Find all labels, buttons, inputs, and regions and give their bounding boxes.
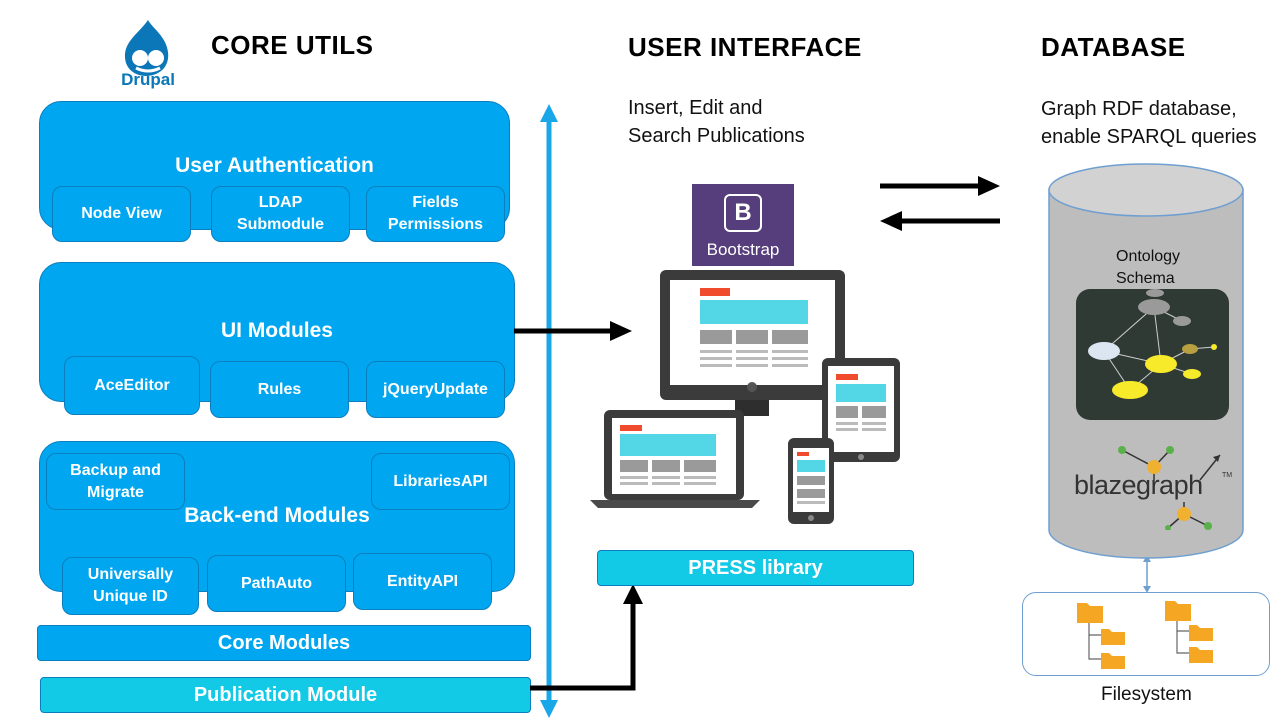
ui-to-db-arrow xyxy=(880,176,1000,196)
publication-to-press-arrow xyxy=(530,584,643,691)
ui-description-line1: Insert, Edit and xyxy=(628,97,763,119)
backup-label-line1: Backup and xyxy=(70,461,161,479)
drupal-drop-icon xyxy=(124,20,169,76)
heading-core-utils: CORE UTILS xyxy=(211,30,374,60)
bootstrap-label: Bootstrap xyxy=(706,240,780,259)
fields-label-line1: Fields xyxy=(412,194,459,211)
user-authentication-title: User Authentication xyxy=(175,154,374,177)
folder-tree-icon xyxy=(1071,597,1143,671)
rules-module: Rules xyxy=(210,361,349,418)
uuid-label-line1: Universally xyxy=(87,566,174,583)
blazegraph-tm: TM xyxy=(1222,472,1233,479)
db-to-ui-arrow xyxy=(880,211,1000,231)
jqueryupdate-label: jQueryUpdate xyxy=(383,380,488,398)
node-view-label: Node View xyxy=(81,205,162,222)
responsive-devices-icon xyxy=(590,270,900,524)
db-description-line1: Graph RDF database, xyxy=(1041,98,1237,120)
folder-tree-icon-2 xyxy=(1165,601,1213,663)
uuid-module: Universally Unique ID xyxy=(62,557,199,615)
ontology-schema-label: Ontology Schema xyxy=(1116,246,1180,290)
ui-modules-to-ui-arrow xyxy=(514,321,632,341)
backup-label-line2: Migrate xyxy=(87,483,144,501)
drupal-label: Drupal xyxy=(121,70,175,89)
bootstrap-letter: B xyxy=(734,199,752,226)
fields-label-line2: Permissions xyxy=(387,216,484,233)
publication-module-bar: Publication Module xyxy=(40,677,531,713)
pathauto-label: PathAuto xyxy=(240,574,313,592)
ontology-graph-icon xyxy=(1076,289,1229,420)
backup-migrate-module: Backup and Migrate xyxy=(46,453,185,510)
pathauto-module: PathAuto xyxy=(207,555,346,612)
ldap-submodule: LDAP Submodule xyxy=(211,186,350,242)
aceeditor-module: AceEditor xyxy=(64,356,200,415)
librariesapi-label: LibrariesAPI xyxy=(393,472,488,490)
drupal-logo: Drupal xyxy=(108,18,188,92)
heading-user-interface: USER INTERFACE xyxy=(628,32,862,62)
vertical-double-arrow xyxy=(540,104,558,718)
filesystem-label: Filesystem xyxy=(1101,684,1192,705)
jqueryupdate-module: jQueryUpdate xyxy=(366,361,505,418)
fields-permissions-module: Fields Permissions xyxy=(366,186,505,242)
blazegraph-logo: blazegraph TM xyxy=(1070,440,1240,530)
press-library-label: PRESS library xyxy=(688,556,823,579)
blazegraph-label: blazegraph xyxy=(1074,470,1203,500)
aceeditor-label: AceEditor xyxy=(94,376,170,394)
node-view-module: Node View xyxy=(52,186,191,242)
heading-database: DATABASE xyxy=(1041,32,1186,62)
filesystem-box xyxy=(1022,592,1270,676)
core-modules-bar: Core Modules xyxy=(37,625,531,661)
ldap-label-line1: LDAP xyxy=(258,194,303,211)
ontology-label-line2: Schema xyxy=(1116,270,1175,287)
core-modules-label: Core Modules xyxy=(217,631,351,654)
db-description-line2: enable SPARQL queries xyxy=(1041,126,1257,148)
entityapi-module: EntityAPI xyxy=(353,553,492,610)
ui-description-line2: Search Publications xyxy=(628,125,805,147)
ontology-label-line1: Ontology xyxy=(1116,248,1181,265)
ui-description: Insert, Edit and Search Publications xyxy=(628,94,805,150)
uuid-label-line2: Unique ID xyxy=(93,588,168,605)
press-library-bar: PRESS library xyxy=(597,550,914,586)
ldap-label-line2: Submodule xyxy=(236,216,325,233)
backend-modules-title: Back-end Modules xyxy=(184,504,370,527)
librariesapi-module: LibrariesAPI xyxy=(371,453,510,510)
db-description: Graph RDF database, enable SPARQL querie… xyxy=(1041,95,1257,151)
ui-modules-title: UI Modules xyxy=(220,319,333,342)
rules-label: Rules xyxy=(257,380,302,398)
entityapi-label: EntityAPI xyxy=(386,572,459,590)
bootstrap-logo: B Bootstrap xyxy=(692,184,794,266)
bootstrap-b-icon: B xyxy=(724,194,762,232)
publication-module-label: Publication Module xyxy=(193,683,378,706)
blazegraph-network-icon xyxy=(1118,446,1221,530)
